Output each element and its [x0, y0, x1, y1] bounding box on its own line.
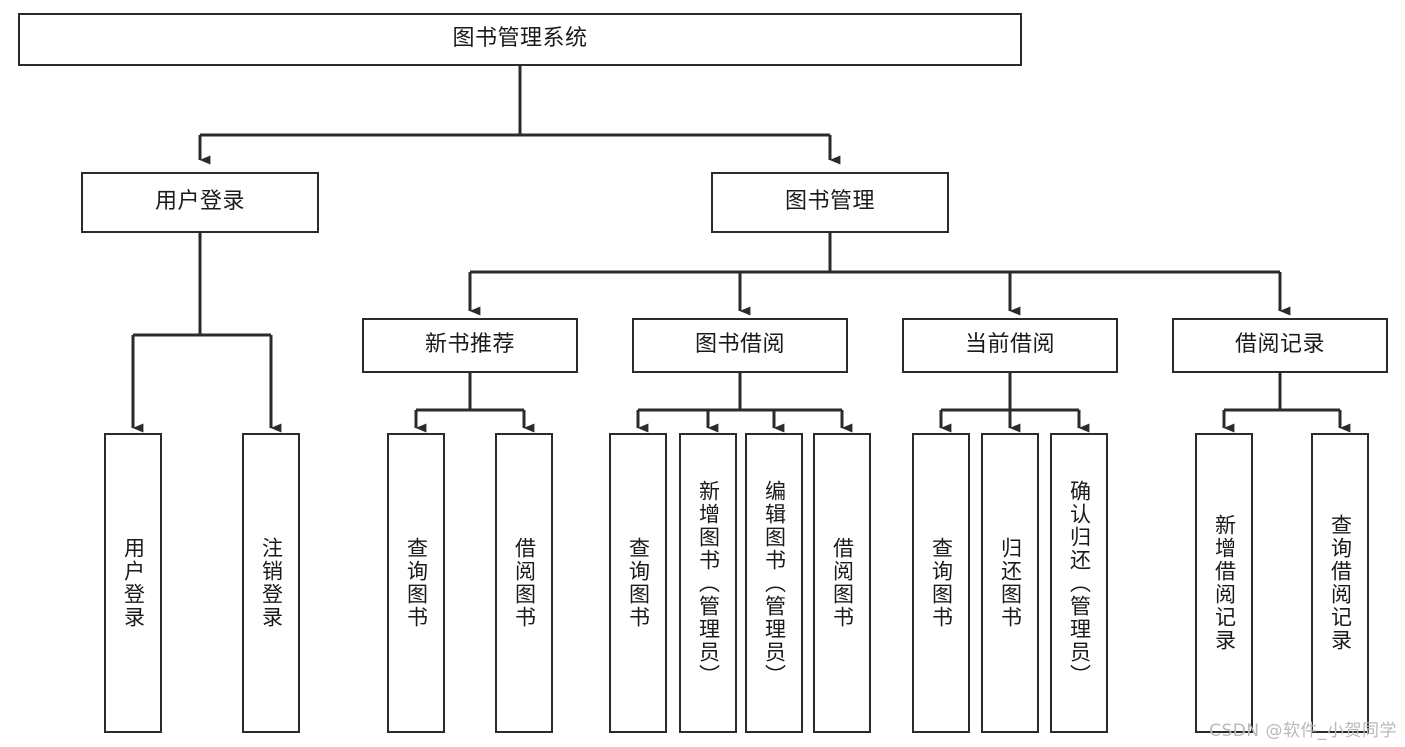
connector-group-current-borrow — [939, 373, 1090, 433]
node-label: 新增借阅记录 — [1212, 514, 1237, 652]
node-borrow-record[interactable]: 借阅记录 — [1172, 318, 1388, 373]
node-label: 借阅图书 — [830, 537, 855, 629]
node-leaf-borrow-book-2[interactable]: 借阅图书 — [813, 433, 871, 733]
node-leaf-edit-book-admin[interactable]: 编辑图书（管理员） — [745, 433, 803, 733]
connector-group-user-login — [131, 233, 282, 433]
node-label: 借阅记录 — [1234, 332, 1325, 358]
node-label: 注销登录 — [259, 537, 284, 629]
node-label: 当前借阅 — [964, 332, 1055, 358]
node-label: 新增图书（管理员） — [696, 479, 721, 687]
node-book-management[interactable]: 图书管理 — [711, 172, 949, 233]
node-label: 借阅图书 — [512, 537, 537, 629]
node-label: 查询图书 — [929, 537, 954, 629]
node-leaf-borrow-book-1[interactable]: 借阅图书 — [495, 433, 553, 733]
node-current-borrow[interactable]: 当前借阅 — [902, 318, 1118, 373]
node-leaf-query-book-3[interactable]: 查询图书 — [912, 433, 970, 733]
node-leaf-add-book-admin[interactable]: 新增图书（管理员） — [679, 433, 737, 733]
node-label: 确认归还（管理员） — [1067, 479, 1092, 687]
node-label: 图书管理 — [784, 189, 875, 215]
node-label: 图书管理系统 — [452, 26, 588, 52]
node-leaf-confirm-return-admin[interactable]: 确认归还（管理员） — [1050, 433, 1108, 733]
node-label: 编辑图书（管理员） — [762, 479, 787, 687]
node-leaf-add-borrow-record[interactable]: 新增借阅记录 — [1195, 433, 1253, 733]
node-label: 查询图书 — [404, 537, 429, 629]
connector-group-borrow-record — [1222, 373, 1351, 433]
node-label: 图书借阅 — [694, 332, 785, 358]
node-leaf-return-book[interactable]: 归还图书 — [981, 433, 1039, 733]
node-leaf-query-borrow-record[interactable]: 查询借阅记录 — [1311, 433, 1369, 733]
node-root-system[interactable]: 图书管理系统 — [18, 13, 1022, 66]
node-label: 用户登录 — [121, 537, 146, 629]
node-user-login[interactable]: 用户登录 — [81, 172, 319, 233]
node-leaf-query-book-1[interactable]: 查询图书 — [387, 433, 445, 733]
node-leaf-query-book-2[interactable]: 查询图书 — [609, 433, 667, 733]
node-leaf-user-login[interactable]: 用户登录 — [104, 433, 162, 733]
connector-group-book-borrow — [636, 373, 853, 433]
connector-group-book-manage — [468, 233, 1291, 316]
node-leaf-logout[interactable]: 注销登录 — [242, 433, 300, 733]
connector-group-root — [198, 66, 841, 165]
node-book-borrow[interactable]: 图书借阅 — [632, 318, 848, 373]
node-label: 新书推荐 — [424, 332, 515, 358]
connector-group-new-book — [414, 373, 535, 433]
node-label: 归还图书 — [998, 537, 1023, 629]
node-label: 用户登录 — [154, 189, 245, 215]
node-new-book-recommend[interactable]: 新书推荐 — [362, 318, 578, 373]
node-label: 查询图书 — [626, 537, 651, 629]
node-label: 查询借阅记录 — [1328, 514, 1353, 652]
